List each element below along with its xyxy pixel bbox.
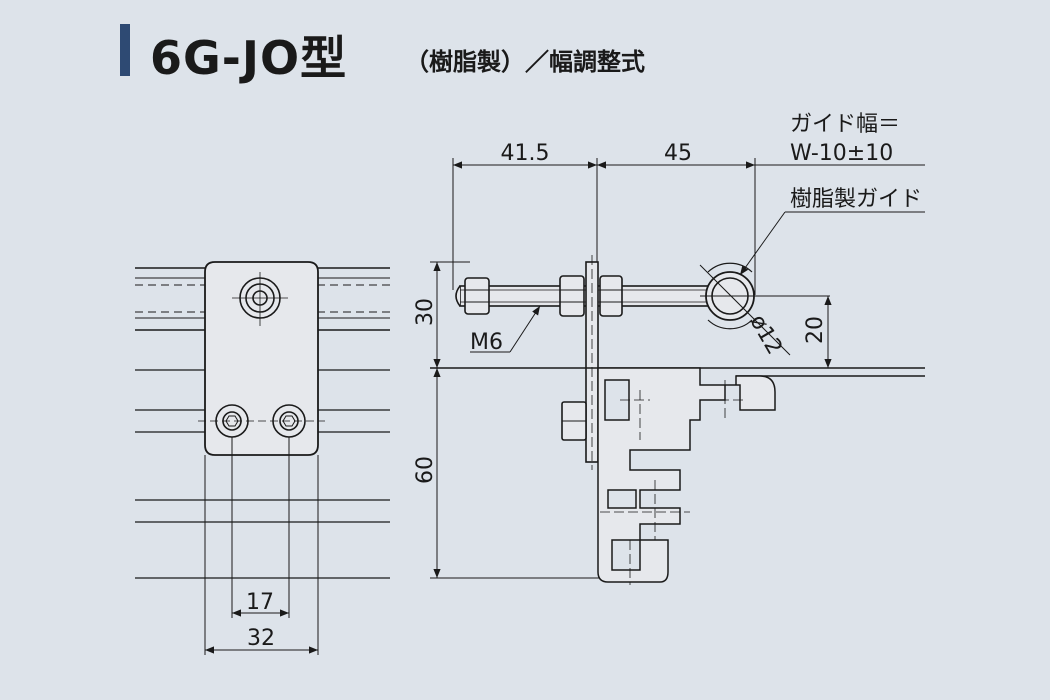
resin-guide-label: 樹脂製ガイド (790, 187, 922, 212)
guide-width-label-line1: ガイド幅＝ (790, 112, 900, 137)
rod-nut-left (464, 277, 490, 315)
dim-45-label: 45 (664, 141, 692, 166)
page-title: 6G-JO型 (150, 31, 348, 85)
dim-32-label: 32 (247, 626, 275, 651)
lower-bolt-left (215, 404, 249, 438)
title-accent-bar (120, 24, 130, 76)
dim-20-label: 20 (803, 316, 828, 344)
frame-center-lines (600, 380, 745, 585)
m6-label: M6 (470, 330, 503, 355)
dim-17-label: 17 (246, 590, 274, 615)
frame-profile (597, 367, 776, 583)
threaded-rod (455, 285, 711, 307)
top-view (135, 261, 390, 655)
top-bolt (232, 272, 288, 326)
rod-nut-center-right (599, 275, 623, 317)
dim-41-5-label: 41.5 (501, 141, 550, 166)
side-view (430, 158, 925, 585)
phi12-label: ø12 (744, 311, 786, 359)
dim-60-label: 60 (413, 456, 438, 484)
page-subtitle: （樹脂製）／幅調整式 (405, 48, 645, 76)
rod-nut-center-left (559, 275, 585, 317)
dim-30-label: 30 (413, 298, 438, 326)
phi12-leader (699, 264, 791, 356)
guide-width-label-line2: W-10±10 (790, 141, 893, 166)
